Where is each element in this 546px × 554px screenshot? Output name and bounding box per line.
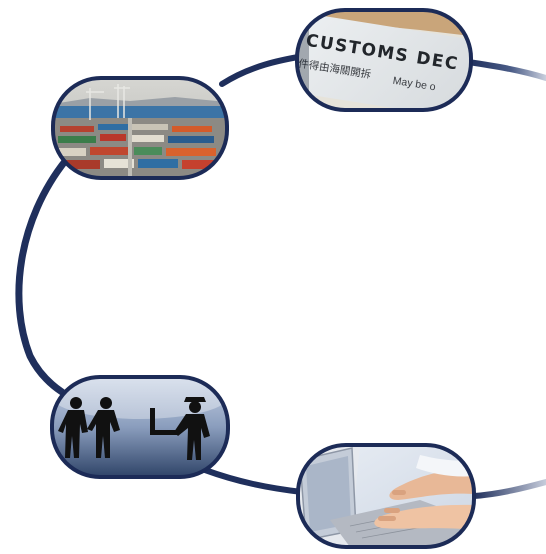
customs-desk-icon <box>150 408 178 435</box>
container-stacks <box>56 118 218 178</box>
port-photo-pill <box>51 76 229 180</box>
traveler-icon <box>87 397 120 458</box>
port-cranes <box>86 84 130 120</box>
laptop-typing-pill <box>296 443 476 549</box>
customs-declaration-pill: CUSTOMS DEC 件得由海關開拆 May be o <box>295 8 473 112</box>
traveler-icon <box>58 397 88 458</box>
customs-officer-icon <box>174 397 210 460</box>
travelers-officer-pill <box>50 375 230 479</box>
